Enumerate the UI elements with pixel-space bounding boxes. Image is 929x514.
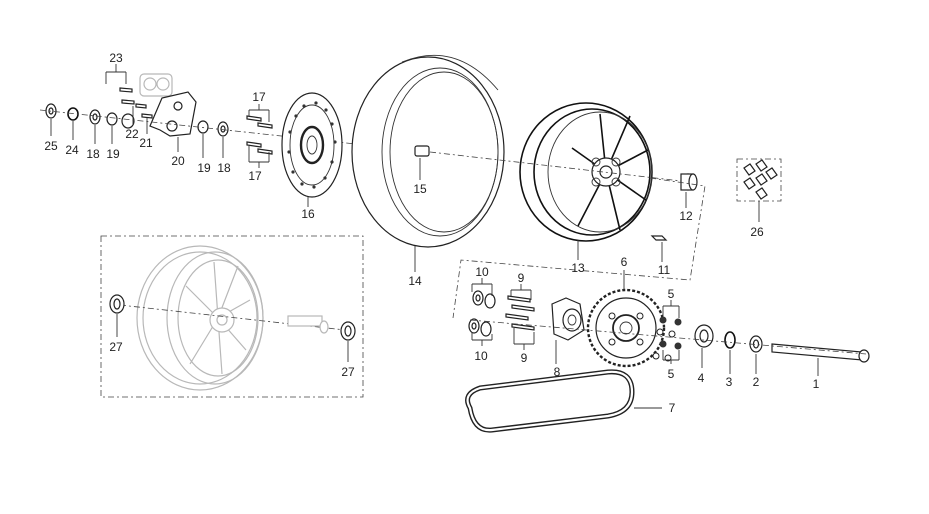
right-side-parts <box>452 173 706 319</box>
brake-disc-group <box>246 92 343 207</box>
washer-24 <box>67 107 79 121</box>
callout-3: 3 <box>726 375 733 389</box>
seal-19-right <box>197 120 209 134</box>
callout-5-bottom: 5 <box>668 367 675 381</box>
callout-18-left: 18 <box>86 147 100 161</box>
callout-24: 24 <box>65 143 79 157</box>
caliper-bracket-20 <box>149 91 197 137</box>
callout-18-right: 18 <box>217 161 231 175</box>
callout-23: 23 <box>109 51 123 65</box>
callout-26: 26 <box>750 225 764 239</box>
callout-labels: 1 2 3 4 5 5 6 7 8 9 9 10 10 11 12 13 14 … <box>44 51 819 415</box>
caliper-assembly-group <box>39 64 431 158</box>
callout-14: 14 <box>408 274 422 288</box>
ghost-wheel-frame <box>100 235 364 398</box>
callout-4: 4 <box>698 371 705 385</box>
callout-19-left: 19 <box>106 147 120 161</box>
valve-11 <box>650 235 668 241</box>
callout-10-top: 10 <box>475 265 489 279</box>
seal-19-left <box>106 112 118 126</box>
callout-5-top: 5 <box>668 287 675 301</box>
callout-9-top: 9 <box>518 271 525 285</box>
callout-20: 20 <box>171 154 185 168</box>
callout-21: 21 <box>139 136 153 150</box>
sprocket-hub-group <box>468 270 870 376</box>
callout-8: 8 <box>554 365 561 379</box>
callout-17-top: 17 <box>252 90 266 104</box>
callout-25: 25 <box>44 139 58 153</box>
tyre-group <box>351 54 505 272</box>
valve-15 <box>414 145 430 157</box>
chain-group <box>465 369 662 433</box>
circlip-3 <box>724 331 736 349</box>
kit-26-group <box>736 158 782 222</box>
callout-27-left: 27 <box>109 340 123 354</box>
callout-22: 22 <box>125 127 139 141</box>
callout-9-bottom: 9 <box>521 351 528 365</box>
axle-1 <box>771 343 863 361</box>
ghost-wheel-group <box>100 235 364 398</box>
callout-6: 6 <box>621 255 628 269</box>
callout-11: 11 <box>658 263 671 277</box>
callout-12: 12 <box>679 209 693 223</box>
rim-group <box>429 102 691 260</box>
callout-15: 15 <box>413 182 427 196</box>
callout-7: 7 <box>669 401 676 415</box>
rim-13 <box>519 102 653 242</box>
callout-13: 13 <box>571 261 585 275</box>
callout-17-bottom: 17 <box>248 169 262 183</box>
callout-19-right: 19 <box>197 161 211 175</box>
callout-10-bottom: 10 <box>474 349 488 363</box>
drive-chain-7 <box>465 369 635 433</box>
callout-16: 16 <box>301 207 315 221</box>
callout-27-right: 27 <box>341 365 355 379</box>
callout-1: 1 <box>813 377 820 391</box>
callout-2: 2 <box>753 375 760 389</box>
